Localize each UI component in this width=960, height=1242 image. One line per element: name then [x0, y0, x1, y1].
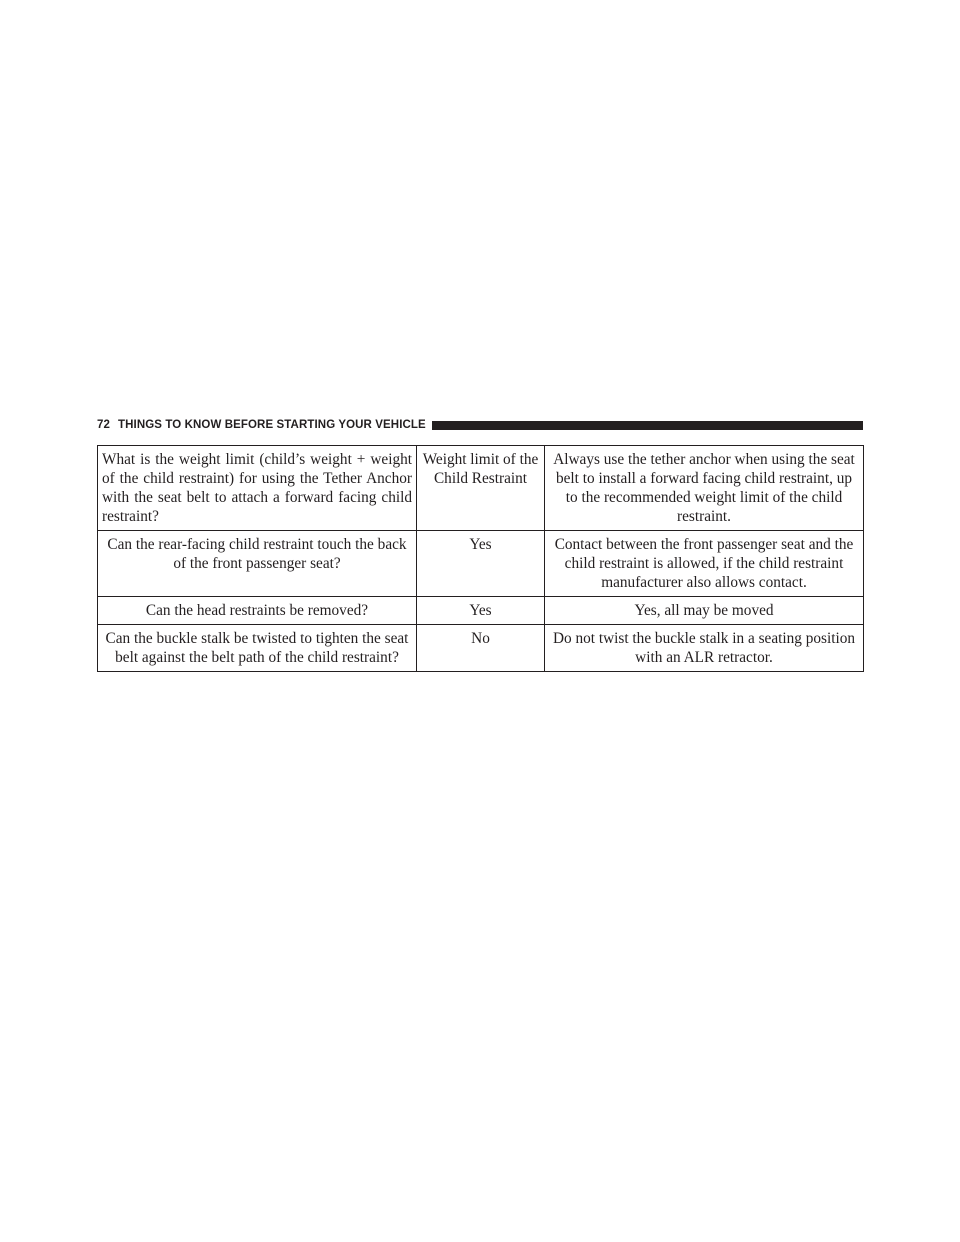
table-row: Can the rear-facing child restraint touc… — [97, 530, 864, 597]
answer-cell: Weight limit of the Child Restraint — [416, 445, 545, 531]
notes-cell: Contact between the front passenger seat… — [544, 530, 864, 597]
question-cell: Can the head restraints be removed? — [97, 596, 417, 625]
question-cell: What is the weight limit (child’s weight… — [97, 445, 417, 531]
table-row: What is the weight limit (child’s weight… — [97, 445, 864, 531]
answer-cell: No — [416, 624, 545, 672]
notes-cell: Always use the tether anchor when using … — [544, 445, 864, 531]
child-restraint-faq-table: What is the weight limit (child’s weight… — [97, 445, 864, 672]
notes-cell: Yes, all may be moved — [544, 596, 864, 625]
question-cell: Can the buckle stalk be twisted to tight… — [97, 624, 417, 672]
notes-cell: Do not twist the buckle stalk in a seati… — [544, 624, 864, 672]
answer-cell: Yes — [416, 530, 545, 597]
page-header: 72 THINGS TO KNOW BEFORE STARTING YOUR V… — [97, 418, 863, 432]
table-row: Can the head restraints be removed? Yes … — [97, 596, 864, 625]
section-title: THINGS TO KNOW BEFORE STARTING YOUR VEHI… — [118, 419, 426, 431]
header-rule — [431, 420, 863, 430]
answer-cell: Yes — [416, 596, 545, 625]
table-row: Can the buckle stalk be twisted to tight… — [97, 624, 864, 672]
question-cell: Can the rear-facing child restraint touc… — [97, 530, 417, 597]
page-number: 72 — [97, 419, 110, 431]
